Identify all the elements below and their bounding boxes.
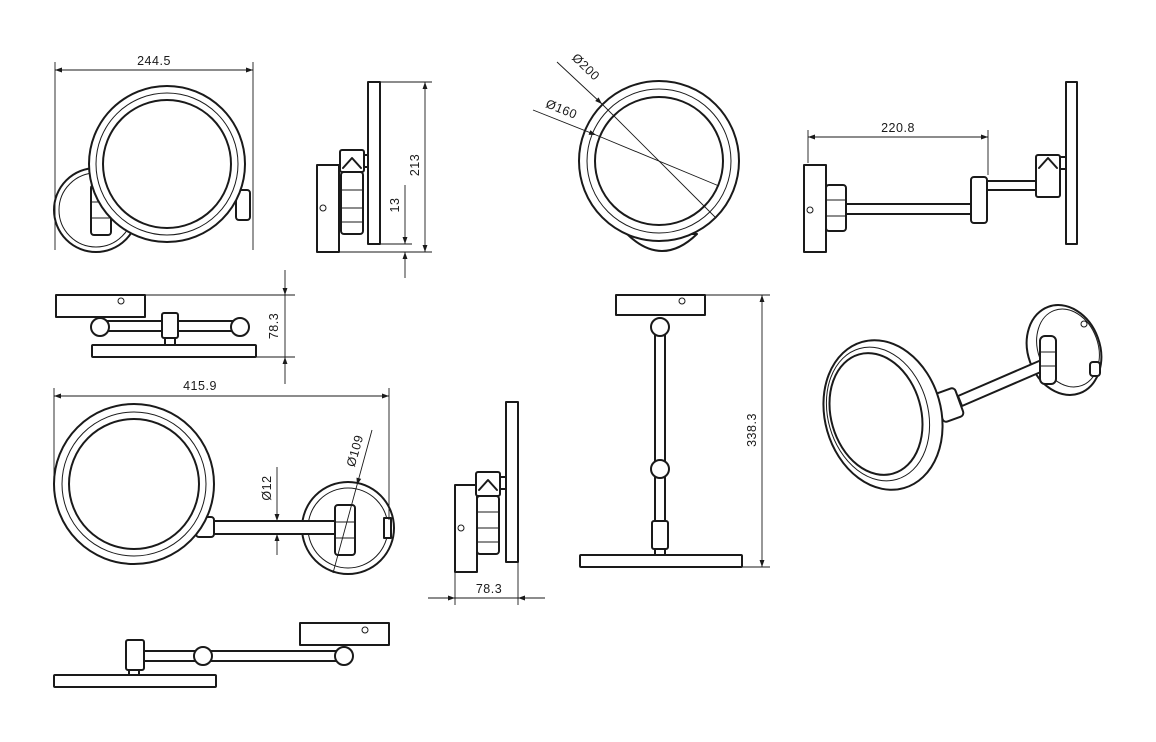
dimension-length-extended: 415.9: [53, 379, 390, 520]
dim-label-diameter-inner: Ø160: [544, 97, 579, 122]
front-view-folded: 244.5: [53, 54, 254, 253]
top-view-extended: 338.3: [579, 294, 770, 568]
dim-label-height-extended: 338.3: [745, 413, 759, 447]
dim-label-offset-side: 13: [388, 198, 402, 213]
dim-label-extension-side: 220.8: [881, 121, 915, 135]
dimension-extension-side: 220.8: [807, 121, 989, 175]
dim-label-length-extended: 415.9: [183, 379, 217, 393]
dim-label-depth-side-folded: 78.3: [476, 582, 502, 596]
dimension-height-extended: 338.3: [705, 294, 770, 568]
dim-label-width-front: 244.5: [137, 54, 171, 68]
bottom-view-extended: [53, 622, 390, 688]
dimension-offset-side: 13: [380, 185, 412, 278]
dim-label-height-side: 213: [408, 154, 422, 176]
dimension-height-side: 213: [339, 81, 432, 253]
side-view-folded: 213 13: [316, 81, 432, 278]
dim-label-depth-top: 78.3: [267, 313, 281, 339]
dimension-width-front: 244.5: [54, 54, 254, 250]
front-view-diameters: Ø200 Ø160: [532, 51, 740, 252]
dim-label-diameter-arm: Ø12: [260, 475, 274, 500]
front-view-extended: 415.9 Ø12 Ø109: [53, 379, 395, 575]
dimension-diameter-arm: Ø12: [260, 467, 290, 555]
side-view-extended: 220.8: [803, 81, 1078, 253]
dimension-depth-side-folded: 78.3: [428, 562, 545, 605]
dimension-depth-top: 78.3: [145, 270, 295, 384]
perspective-view: [822, 304, 1103, 491]
side-view-middle: 78.3: [428, 401, 545, 605]
top-view-folded: 78.3: [55, 270, 295, 384]
